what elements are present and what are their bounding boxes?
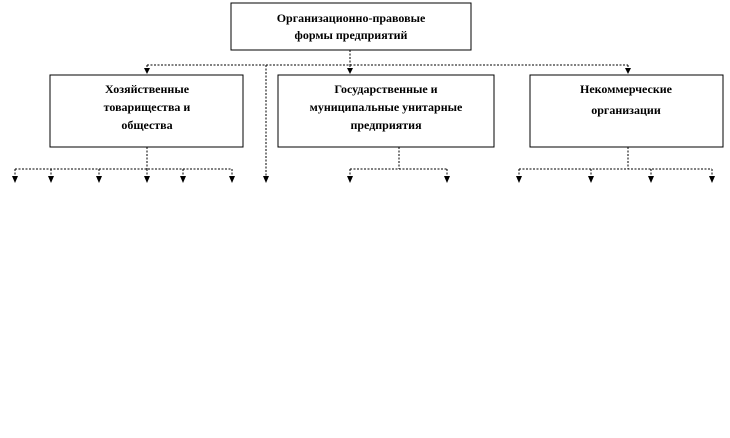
- branch-unitary-line-3: предприятия: [350, 118, 422, 132]
- root-box-frame: [230, 2, 472, 51]
- unitary-child-arrow-2: [444, 176, 450, 183]
- commercial-children: [12, 147, 235, 183]
- arrow-to-unitary: [347, 68, 353, 74]
- commercial-child-arrow-5: [180, 176, 186, 183]
- unitary-child-arrow-1: [347, 176, 353, 183]
- branch-commercial-frame: [49, 74, 244, 148]
- branch-unitary-frame: [277, 74, 495, 148]
- arrow-to-commercial: [144, 68, 150, 74]
- branch-nonprofit: Некоммерческие организации: [529, 74, 724, 148]
- branch-commercial-line-1: Хозяйственные: [105, 82, 190, 96]
- branch-commercial-line-3: общества: [121, 118, 172, 132]
- root-line-2: формы предприятий: [295, 28, 408, 42]
- commercial-child-arrow-3: [96, 176, 102, 183]
- branch-nonprofit-line-1: Некоммерческие: [580, 82, 673, 96]
- branch-nonprofit-frame: [529, 74, 724, 148]
- branch-nonprofit-line-2: организации: [591, 103, 661, 117]
- commercial-child-arrow-6: [229, 176, 235, 183]
- nonprofit-children: [516, 147, 715, 183]
- root-line-1: Организационно-правовые: [277, 11, 426, 25]
- commercial-child-arrow-1: [12, 176, 18, 183]
- nonprofit-child-arrow-3: [648, 176, 654, 183]
- unitary-children: [347, 147, 450, 183]
- root-box: Организационно-правовые формы предприяти…: [230, 2, 472, 51]
- commercial-child-arrow-2: [48, 176, 54, 183]
- branch-unitary-line-1: Государственные и: [334, 82, 437, 96]
- nonprofit-child-arrow-2: [588, 176, 594, 183]
- commercial-child-arrow-4: [144, 176, 150, 183]
- branch-commercial-line-2: товарищества и: [104, 100, 191, 114]
- root-connectors: [144, 50, 631, 183]
- nonprofit-child-arrow-1: [516, 176, 522, 183]
- branch-unitary: Государственные и муниципальные унитарны…: [277, 74, 495, 148]
- branch-unitary-line-2: муниципальные унитарные: [310, 100, 463, 114]
- standalone-arrow: [263, 176, 269, 183]
- branch-commercial: Хозяйственные товарищества и общества: [49, 74, 244, 148]
- arrow-to-nonprofit: [625, 68, 631, 74]
- nonprofit-child-arrow-4: [709, 176, 715, 183]
